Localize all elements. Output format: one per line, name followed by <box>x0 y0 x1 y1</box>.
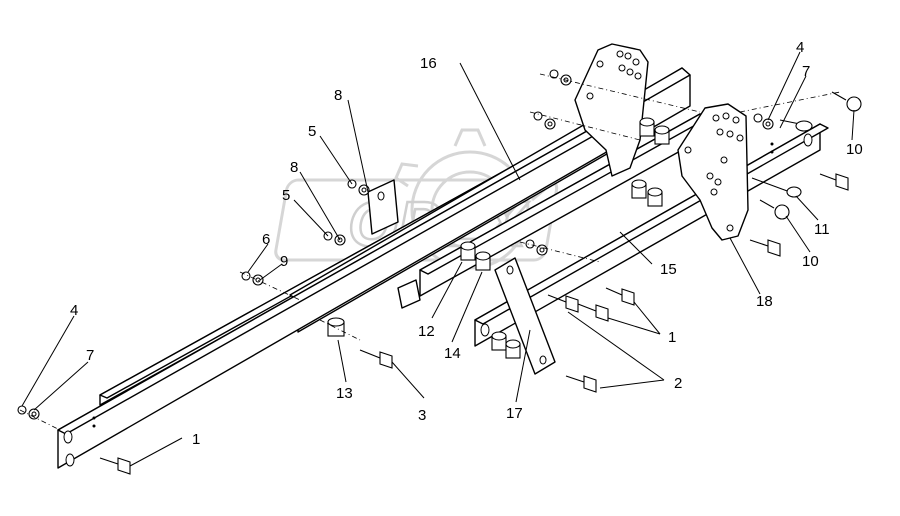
bolt-2 <box>565 375 597 393</box>
bushing-d <box>647 187 663 207</box>
bushing-b <box>654 125 670 145</box>
part-8-plate-upper <box>367 179 399 235</box>
callout-6: 6 <box>262 231 270 248</box>
bushing-14 <box>475 251 491 271</box>
callout-15: 15 <box>660 261 677 278</box>
callout-1-mid: 1 <box>668 329 676 346</box>
linch-pin-10-bottom <box>759 199 790 220</box>
bushing-12 <box>460 241 476 261</box>
assembly-axes <box>19 73 841 431</box>
callout-9: 9 <box>280 253 288 270</box>
bolts <box>99 173 849 475</box>
callout-1-lower-left: 1 <box>192 431 200 448</box>
bolt-1-mid-a <box>547 294 579 313</box>
part-8-plate-lower <box>397 279 421 309</box>
callout-4-right: 4 <box>796 39 804 56</box>
upper-perforated-bracket <box>574 43 649 177</box>
callout-10-bottom: 10 <box>802 253 819 270</box>
callout-7-right: 7 <box>802 63 810 80</box>
callout-7-left: 7 <box>86 347 94 364</box>
callout-5-upper: 5 <box>308 123 316 140</box>
pin-11 <box>751 177 802 198</box>
bolt-1-mid-b <box>577 303 609 322</box>
callout-12: 12 <box>418 323 435 340</box>
bolt-3 <box>359 349 393 369</box>
callout-4-left: 4 <box>70 302 78 319</box>
linch-pin-10-top <box>831 91 862 112</box>
callout-17: 17 <box>506 405 523 422</box>
nuts-washers <box>17 69 774 420</box>
callout-16: 16 <box>420 55 437 72</box>
bolt-right <box>819 173 849 191</box>
callout-2: 2 <box>674 375 682 392</box>
part-17-vertical-plate <box>494 257 556 375</box>
bushing-13 <box>327 317 345 337</box>
bushing-c <box>631 179 647 199</box>
bushing-f <box>505 339 521 359</box>
callout-14: 14 <box>444 345 461 362</box>
bolt-18-area <box>749 239 781 257</box>
bushing-a <box>639 117 655 137</box>
bolt-1-lower <box>99 457 131 475</box>
callout-18: 18 <box>756 293 773 310</box>
pins <box>751 91 862 220</box>
callout-8-lower: 8 <box>290 159 298 176</box>
callout-10-top: 10 <box>846 141 863 158</box>
callout-8-upper: 8 <box>334 87 342 104</box>
pin-top <box>779 119 813 132</box>
bushing-e <box>491 331 507 351</box>
callout-3: 3 <box>418 407 426 424</box>
callout-11: 11 <box>814 221 830 238</box>
part-18-perforated-bracket <box>677 103 749 241</box>
callouts: 16 8 5 8 5 6 9 4 7 1 13 3 12 14 17 2 1 1… <box>70 39 863 448</box>
bushings <box>327 117 670 359</box>
callout-13: 13 <box>336 385 353 402</box>
bolt-1-mid-c <box>605 287 635 306</box>
callout-5-lower: 5 <box>282 187 290 204</box>
leader-lines <box>21 51 855 467</box>
